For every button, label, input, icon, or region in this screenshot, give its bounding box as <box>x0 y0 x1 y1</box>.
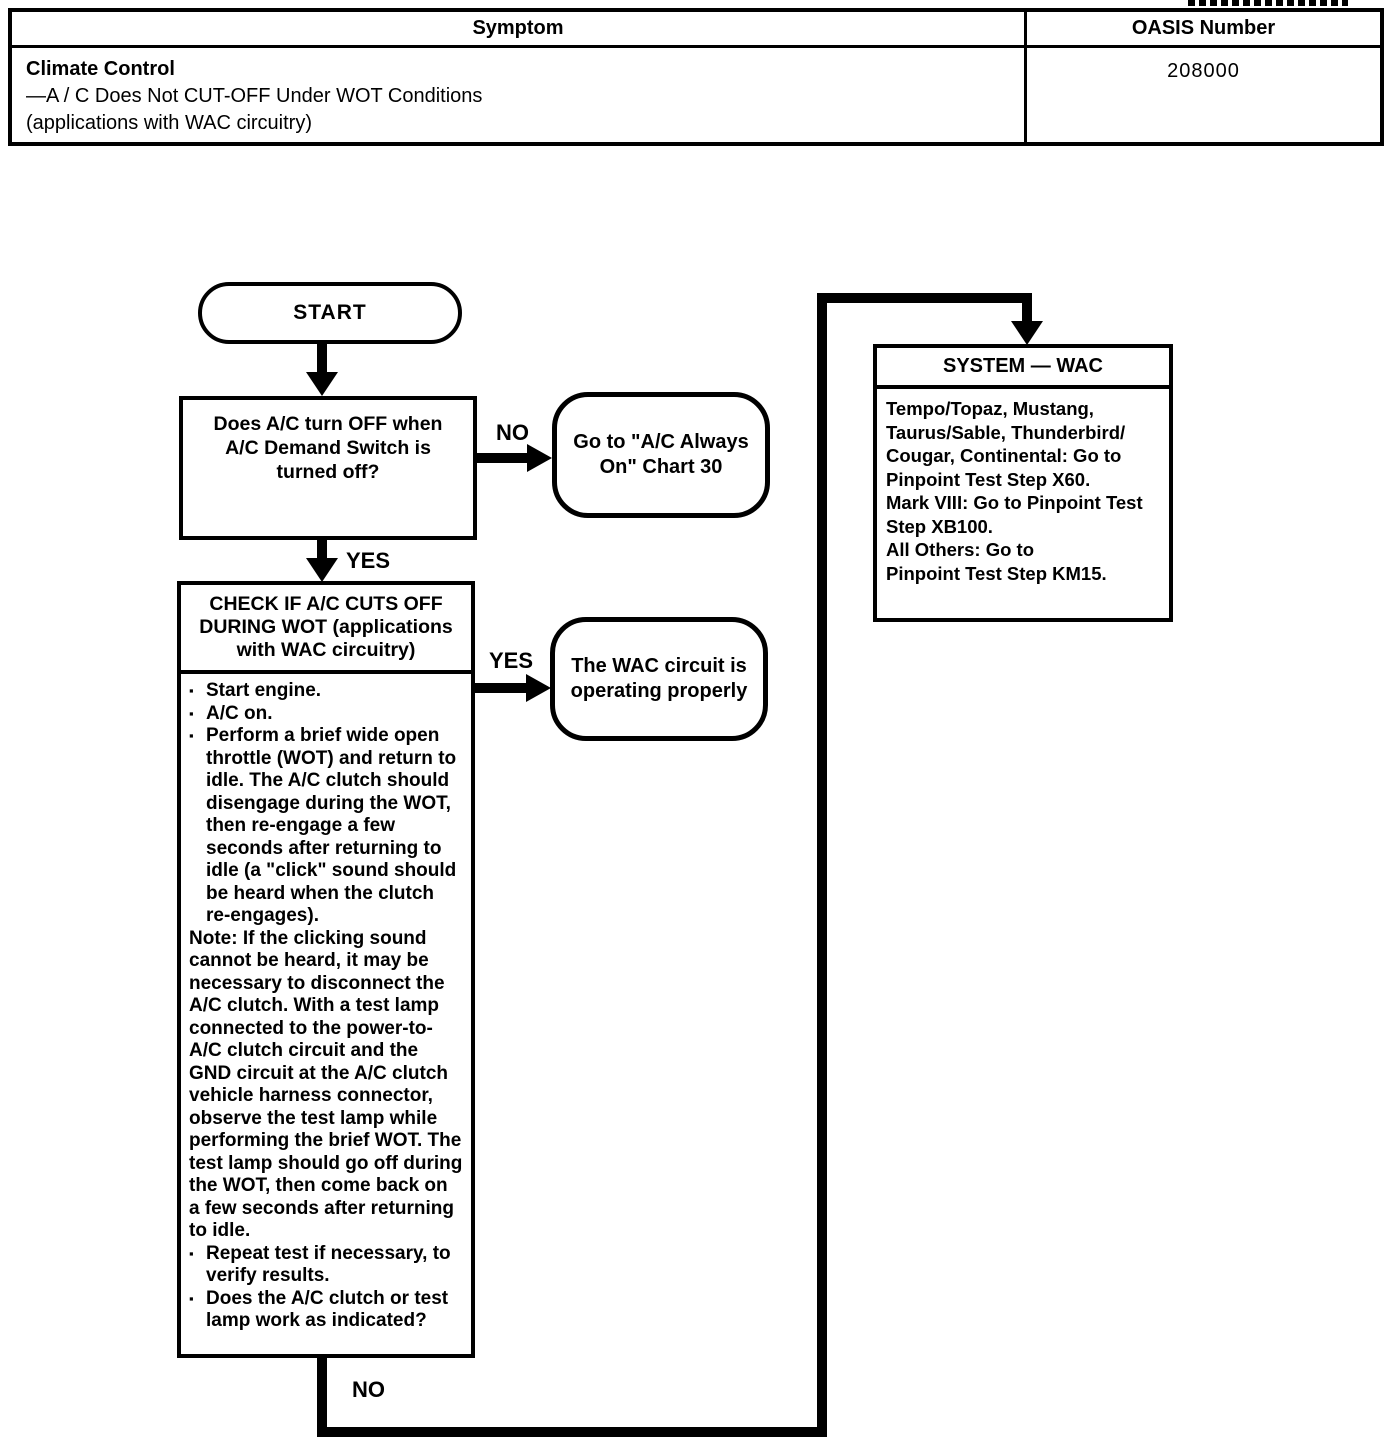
list-item: ▪ A/C on. <box>189 703 463 726</box>
arrow-shaft <box>475 683 528 693</box>
list-item-text: Start engine. <box>206 680 322 701</box>
system-wac-node: SYSTEM — WAC Tempo/Topaz, Mustang, Tauru… <box>873 344 1173 622</box>
arrowhead-down-icon <box>1011 321 1043 345</box>
chart30-node: Go to "A/C Always On" Chart 30 <box>552 392 770 518</box>
procedure-note: Note: If the clicking sound cannot be he… <box>189 927 463 1242</box>
list-item-text: Repeat test if necessary, to verify resu… <box>206 1242 451 1287</box>
column-header-symptom: Symptom <box>12 12 1024 48</box>
bullet-icon: ▪ <box>189 728 194 743</box>
symptom-cell: Climate Control —A / C Does Not CUT-OFF … <box>12 48 1024 142</box>
symptom-title: Climate Control <box>26 58 175 80</box>
bullet-icon: ▪ <box>189 705 194 721</box>
list-item: ▪ Perform a brief wide open throttle (WO… <box>189 725 463 928</box>
path-segment <box>1022 293 1032 323</box>
arrowhead-down-icon <box>306 558 338 582</box>
symptom-line2: —A / C Does Not CUT-OFF Under WOT Condit… <box>26 85 483 107</box>
bullet-icon: ▪ <box>189 1245 194 1261</box>
list-item: ▪ Repeat test if necessary, to verify re… <box>189 1243 463 1288</box>
system-wac-title: SYSTEM — WAC <box>877 348 1169 389</box>
list-item: ▪ Start engine. <box>189 680 463 703</box>
q1-decision-node: Does A/C turn OFF when A/C Demand Switch… <box>179 396 477 540</box>
list-item-text: A/C on. <box>206 702 273 724</box>
edge-label-yes-2: YES <box>489 648 534 673</box>
arrowhead-down-icon <box>306 372 338 396</box>
edge-label-yes-1: YES <box>346 548 391 573</box>
list-item: ▪ Does the A/C clutch or test lamp work … <box>189 1288 463 1333</box>
edge-label-no-2: NO <box>352 1377 385 1402</box>
oasis-number-value: 208000 <box>1167 60 1240 82</box>
oasis-number-cell: 208000 <box>1024 48 1380 142</box>
check-procedure-body: ▪ Start engine. ▪ A/C on. ▪ Perform a br… <box>181 674 471 1333</box>
check-procedure-title: CHECK IF A/C CUTS OFF DURING WOT (applic… <box>181 585 471 674</box>
path-segment <box>817 293 827 1437</box>
symptom-oasis-table: Symptom OASIS Number Climate Control —A … <box>8 8 1384 146</box>
arrow-shaft <box>317 342 327 374</box>
system-wac-body: Tempo/Topaz, Mustang, Taurus/Sable, Thun… <box>886 398 1143 584</box>
arrowhead-right-icon <box>526 674 551 702</box>
arrowhead-right-icon <box>527 444 552 472</box>
arrow-shaft <box>317 540 327 560</box>
edge-label-no-1: NO <box>496 420 529 445</box>
path-segment <box>817 293 1032 303</box>
list-item-text: Perform a brief wide open throttle (WOT)… <box>206 725 457 926</box>
scan-artifact <box>1188 0 1348 6</box>
bullet-icon: ▪ <box>189 1290 194 1306</box>
list-item-text: Does the A/C clutch or test lamp work as… <box>206 1287 449 1332</box>
arrow-shaft <box>477 453 529 463</box>
check-procedure-node: CHECK IF A/C CUTS OFF DURING WOT (applic… <box>177 581 475 1358</box>
symptom-line3: (applications with WAC circuitry) <box>26 112 312 134</box>
start-node: START <box>198 282 462 344</box>
wac-ok-node: The WAC circuit is operating properly <box>550 617 768 741</box>
bullet-icon: ▪ <box>189 683 194 698</box>
path-segment <box>317 1358 327 1437</box>
path-segment <box>317 1427 827 1437</box>
column-header-oasis-number: OASIS Number <box>1024 12 1380 48</box>
